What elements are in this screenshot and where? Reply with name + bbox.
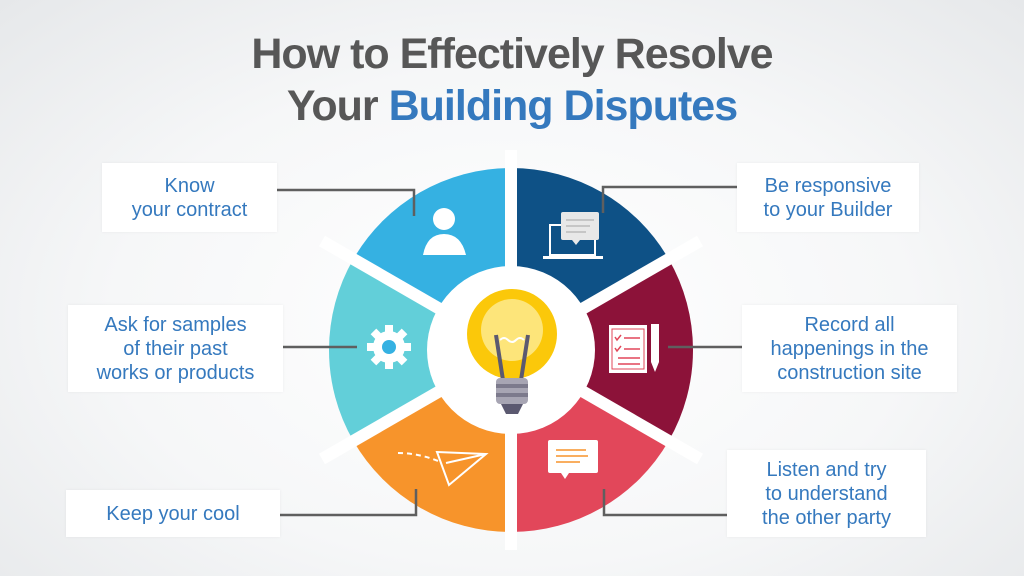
step-text: the other party bbox=[762, 506, 891, 529]
paper-plane-icon bbox=[397, 450, 489, 487]
checklist-pen-icon bbox=[609, 324, 659, 373]
step-text: Keep your cool bbox=[106, 502, 240, 525]
step-text: Know bbox=[164, 174, 215, 197]
title-line-2: Your Building Disputes bbox=[0, 82, 1024, 130]
step-ask-samples: Ask for samples of their past works or p… bbox=[68, 305, 283, 392]
step-be-responsive: Be responsive to your Builder bbox=[737, 163, 919, 232]
step-text: construction site bbox=[777, 361, 922, 384]
step-text: Be responsive bbox=[764, 174, 892, 197]
gear-icon bbox=[367, 325, 411, 369]
lightbulb-icon bbox=[467, 289, 557, 414]
message-icon bbox=[548, 440, 598, 479]
person-icon bbox=[423, 208, 466, 255]
title-highlight: Building Disputes bbox=[388, 82, 738, 130]
segment-keep-cool bbox=[329, 259, 511, 441]
segment-be-responsive bbox=[511, 259, 693, 441]
step-keep-cool: Keep your cool bbox=[66, 490, 280, 537]
step-text: Record all bbox=[804, 313, 895, 336]
step-record: Record all happenings in the constructio… bbox=[742, 305, 957, 392]
step-text: happenings in the bbox=[770, 337, 929, 360]
step-text: Listen and try bbox=[766, 458, 887, 481]
step-text: Ask for samples bbox=[104, 313, 247, 336]
step-text: of their past bbox=[123, 337, 228, 360]
step-know-contract: Know your contract bbox=[102, 163, 277, 232]
title-plain: Your bbox=[286, 82, 379, 130]
title-line-1: How to Effectively Resolve bbox=[251, 30, 773, 78]
step-text: to understand bbox=[765, 482, 888, 505]
step-text: works or products bbox=[96, 361, 255, 384]
step-text: to your Builder bbox=[763, 198, 893, 221]
laptop-chat-icon bbox=[543, 212, 603, 259]
connectors bbox=[277, 185, 742, 517]
step-listen: Listen and try to understand the other p… bbox=[727, 450, 926, 537]
step-text: your contract bbox=[131, 198, 248, 221]
